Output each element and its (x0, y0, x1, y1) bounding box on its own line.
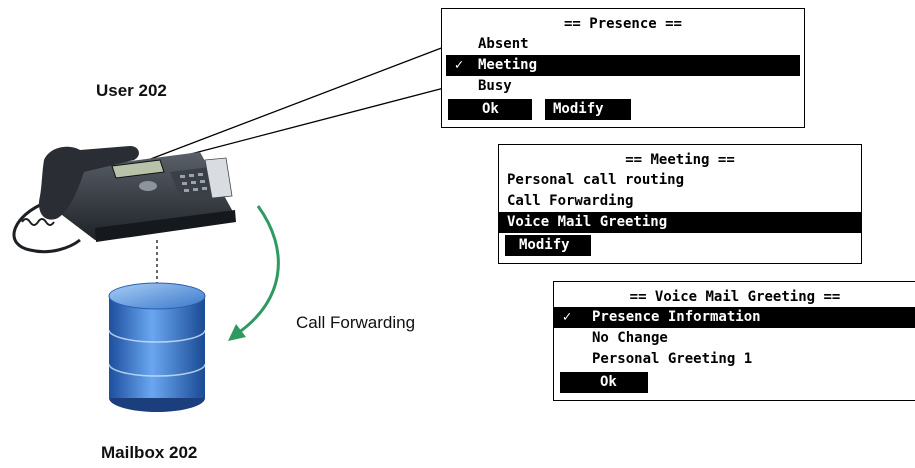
voicemail-button-bar: Ok (554, 372, 915, 394)
presence-button-bar: Ok Modify (442, 99, 804, 121)
meeting-option-voice-mail-greeting[interactable]: Voice Mail Greeting (499, 212, 861, 233)
voicemail-panel-title: == Voice Mail Greeting == (629, 289, 841, 305)
curved-arrow-icon (228, 205, 280, 341)
meeting-button-bar: Modify (499, 235, 861, 257)
option-label: Busy (478, 78, 512, 94)
modify-button[interactable]: Modify (545, 99, 631, 120)
meeting-option-call-forwarding[interactable]: Call Forwarding (499, 191, 861, 212)
modify-button[interactable]: Modify (505, 235, 591, 256)
option-label: No Change (592, 330, 668, 346)
option-label: Call Forwarding (507, 193, 634, 209)
presence-option-busy[interactable]: Busy (442, 76, 804, 97)
option-label: Personal Greeting 1 (592, 351, 753, 367)
presence-option-absent[interactable]: Absent (442, 34, 804, 55)
voicemail-option-personal-greeting-1[interactable]: Personal Greeting 1 (554, 349, 915, 370)
ok-button[interactable]: Ok (448, 99, 532, 120)
meeting-panel: == Meeting == Personal call routing Call… (498, 144, 862, 264)
mailbox-label: Mailbox 202 (101, 443, 198, 462)
meeting-option-personal-call-routing[interactable]: Personal call routing (499, 170, 861, 191)
user-label: User 202 (96, 81, 167, 100)
option-label: Meeting (478, 57, 538, 73)
database-icon (108, 282, 206, 412)
presence-panel: == Presence == Absent ✓ Meeting Busy Ok … (441, 8, 805, 128)
voicemail-panel: == Voice Mail Greeting == ✓ Presence Inf… (553, 281, 915, 401)
presence-panel-title: == Presence == (563, 16, 682, 32)
voicemail-option-presence-information[interactable]: ✓ Presence Information (554, 307, 915, 328)
connector-lines (147, 46, 445, 163)
option-label: Presence Information (592, 309, 761, 325)
voicemail-option-no-change[interactable]: No Change (554, 328, 915, 349)
desk-phone-icon (12, 146, 236, 254)
meeting-panel-title: == Meeting == (625, 152, 735, 168)
check-icon: ✓ (562, 309, 572, 325)
presence-option-meeting[interactable]: ✓ Meeting (446, 55, 800, 76)
call-forwarding-label: Call Forwarding (296, 313, 416, 332)
option-label: Voice Mail Greeting (507, 214, 668, 230)
check-icon: ✓ (454, 57, 464, 73)
ok-button[interactable]: Ok (560, 372, 648, 393)
option-label: Personal call routing (507, 172, 685, 188)
option-label: Absent (478, 36, 529, 52)
